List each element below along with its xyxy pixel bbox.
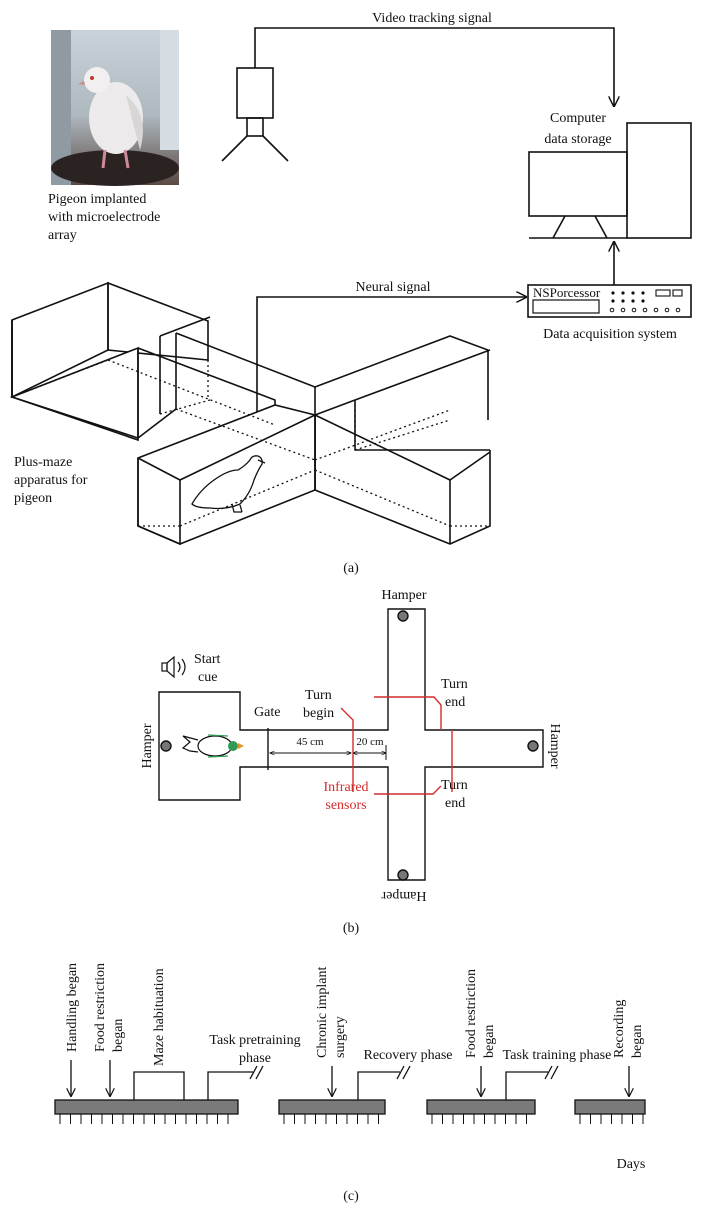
timeline-bar-4 <box>574 1099 646 1115</box>
panel-a <box>9 27 692 546</box>
start-cue-label-2: cue <box>198 670 217 685</box>
task-pretraining-bracket <box>207 1071 253 1100</box>
plus-maze-outline <box>158 608 544 881</box>
turn-begin-label-1: Turn <box>305 688 332 703</box>
start-cue-label-1: Start <box>194 652 221 667</box>
chronic-implant-label-1: Chronic implant <box>315 967 330 1058</box>
food-restriction-1-label-1: Food restriction <box>93 963 108 1052</box>
turn-end-top-label-2: end <box>445 695 465 710</box>
hamper-left <box>160 740 172 752</box>
food-restriction-1-label-2: began <box>111 1019 126 1052</box>
panel-b-labels: Hamper Hamper Hamper Hamper Start cue Ga… <box>140 588 562 936</box>
task-training-bracket <box>505 1071 548 1100</box>
neural-signal-label: Neural signal <box>355 280 430 295</box>
daq-dots <box>611 291 645 303</box>
video-signal-arrow <box>254 27 614 106</box>
panel-a-labels: Video tracking signal Computer data stor… <box>14 11 677 576</box>
timeline-ticks <box>59 1114 644 1124</box>
recording-label-1: Recording <box>612 1000 627 1058</box>
handling-label: Handling began <box>65 963 80 1052</box>
recording-label-2: began <box>630 1025 645 1058</box>
computer-icon <box>528 122 692 239</box>
maze-habituation-bracket <box>133 1071 185 1100</box>
task-training-label: Task training phase <box>503 1048 612 1063</box>
pigeon-caption-3: array <box>48 228 77 243</box>
daq-label: Data acquisition system <box>543 327 677 342</box>
maze-caption-3: pigeon <box>14 491 52 506</box>
food-restriction-2-label-1: Food restriction <box>464 969 479 1058</box>
pigeon-topview <box>181 734 244 758</box>
turn-begin-label-2: begin <box>303 706 334 721</box>
task-pretraining-label-2: phase <box>239 1051 271 1066</box>
panel-c <box>54 1060 646 1124</box>
hamper-right-label: Hamper <box>547 723 562 768</box>
recovery-bracket <box>357 1071 400 1100</box>
pigeon-caption-2: with microelectrode <box>48 210 160 225</box>
panel-a-label: (a) <box>343 561 359 576</box>
hamper-top <box>397 610 409 622</box>
daq-box <box>527 284 692 318</box>
hamper-bottom-label: Hamper <box>381 888 426 903</box>
turn-end-top-label-1: Turn <box>441 677 468 692</box>
speaker-icon <box>161 655 186 679</box>
turn-end-bottom-label-2: end <box>445 796 465 811</box>
chronic-implant-label-2: surgery <box>333 1016 348 1058</box>
pigeon-caption-1: Pigeon implanted <box>48 192 146 207</box>
recovery-label: Recovery phase <box>363 1048 452 1063</box>
hamper-right <box>527 740 539 752</box>
panel-c-label: (c) <box>343 1189 359 1204</box>
panel-b-label: (b) <box>343 921 360 936</box>
computer-label-2: data storage <box>544 132 611 147</box>
hamper-left-label: Hamper <box>140 723 155 768</box>
dist-45-label: 45 cm <box>296 736 324 748</box>
infrared-sensor-lines <box>340 696 453 795</box>
plus-maze-3d <box>9 281 491 546</box>
hamper-bottom <box>397 869 409 881</box>
gate-label: Gate <box>254 705 280 720</box>
food-restriction-2-label-2: began <box>482 1025 497 1058</box>
panel-b <box>158 608 544 881</box>
video-camera-icon <box>221 67 289 162</box>
dist-20-label: 20 cm <box>356 736 384 748</box>
days-label: Days <box>617 1157 646 1172</box>
pigeon-drawing <box>191 455 266 513</box>
timeline-bar-2 <box>278 1099 386 1115</box>
video-signal-label: Video tracking signal <box>372 11 492 26</box>
pigeon-photo <box>51 30 179 186</box>
nsp-label: NSPorcessor <box>533 285 601 300</box>
neural-signal-arrow <box>256 297 526 450</box>
plus-maze-hidden-edges <box>11 359 490 527</box>
infrared-label-2: sensors <box>325 798 366 813</box>
hamper-top-label: Hamper <box>381 588 426 603</box>
task-pretraining-label-1: Task pretraining <box>209 1033 300 1048</box>
infrared-label-1: Infrared <box>323 780 368 795</box>
panel-c-labels: Handling began Food restriction began Ma… <box>65 963 645 1204</box>
turn-end-bottom-label-1: Turn <box>441 778 468 793</box>
maze-caption-1: Plus-maze <box>14 455 72 470</box>
timeline-bar-1 <box>54 1099 239 1115</box>
timeline-bar-3 <box>426 1099 536 1115</box>
computer-label-1: Computer <box>550 111 606 126</box>
maze-caption-2: apparatus for <box>14 473 88 488</box>
maze-habituation-label: Maze habituation <box>152 968 167 1066</box>
